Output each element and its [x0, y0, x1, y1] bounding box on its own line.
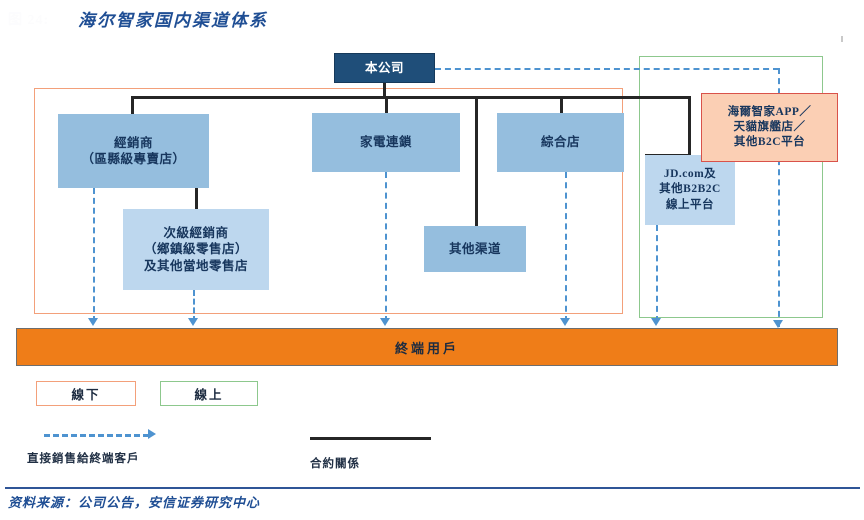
online-channel-frame: [639, 56, 823, 318]
connector-main-bus: [131, 96, 690, 99]
dashed-b2c-to-user: [778, 68, 780, 327]
arrow-b2c-to-user: [773, 320, 783, 328]
node-dealer[interactable]: 經銷商 （區縣級專賣店）: [58, 114, 209, 188]
node-appliance-chain-label: 家電連鎖: [359, 135, 412, 150]
dashed-chain-to-user: [385, 172, 387, 322]
node-other-channel[interactable]: 其他渠道: [424, 226, 526, 272]
node-end-user[interactable]: 終端用戶: [16, 328, 838, 366]
figure-number: 图 24:: [8, 13, 50, 28]
footer-divider: [5, 487, 860, 489]
connector-drop-other-channel: [475, 96, 478, 227]
legend-contract-label: 合約關係: [310, 458, 360, 470]
legend-dashed-line: [44, 434, 149, 437]
arrow-jd-to-user: [651, 318, 661, 326]
arrow-dealer-to-user: [88, 318, 98, 326]
dashed-subdealer-to-user: [193, 290, 195, 322]
node-b2c-label-line2: 天貓旗艦店／: [733, 120, 806, 133]
node-end-user-label: 終端用戶: [394, 340, 459, 356]
offline-channel-frame: [34, 88, 623, 314]
dashed-jd-to-user: [656, 225, 658, 322]
legend-chip-offline[interactable]: 線下: [36, 381, 136, 406]
node-general-store-label: 綜合店: [540, 135, 580, 150]
node-dealer-label-line1: 經銷商: [113, 135, 153, 150]
connector-drop-general-store: [560, 96, 563, 114]
footer-source: 资料来源：公司公告，安信证券研究中心: [8, 495, 261, 510]
arrow-general-store-to-user: [560, 318, 570, 326]
node-subdealer-label-line2: （鄉鎮級零售店）: [143, 242, 248, 257]
node-company-label: 本公司: [364, 60, 404, 75]
node-general-store[interactable]: 綜合店: [497, 113, 624, 172]
connector-company-stem: [383, 83, 386, 98]
legend-chip-online-label: 線上: [194, 388, 224, 402]
legend-chip-online[interactable]: 線上: [160, 381, 258, 406]
connector-drop-dealer: [131, 96, 134, 115]
node-dealer-label-line2: （區縣級專賣店）: [81, 152, 186, 166]
connector-dealer-to-subdealer: [195, 188, 198, 210]
node-jd-label-line2: 其他B2B2C: [659, 183, 721, 196]
dashed-company-to-b2c: [435, 68, 779, 70]
legend-chip-offline-label: 線下: [71, 388, 101, 402]
corner-tick-mark: [841, 36, 843, 42]
legend-direct-sale-label: 直接銷售給終端客戶: [27, 453, 140, 465]
connector-drop-jd: [688, 96, 691, 156]
node-jd-label-line1: JD.com及: [663, 168, 717, 181]
node-subdealer-label-line1: 次級經銷商: [163, 225, 229, 240]
node-jd-platform[interactable]: JD.com及 其他B2B2C 線上平台: [645, 155, 735, 225]
page-title: 海尔智家国内渠道体系: [78, 11, 268, 30]
arrow-chain-to-user: [380, 318, 390, 326]
node-jd-label-line3: 線上平台: [666, 198, 714, 211]
dashed-general-store-to-user: [565, 172, 567, 322]
node-other-channel-label: 其他渠道: [448, 241, 501, 256]
node-subdealer[interactable]: 次級經銷商 （鄉鎮級零售店） 及其他當地零售店: [123, 209, 269, 290]
legend-dashed-arrow-icon: [148, 429, 156, 439]
node-b2c-label-line3: 其他B2C平台: [733, 136, 806, 149]
dashed-dealer-to-user: [93, 188, 95, 322]
node-appliance-chain[interactable]: 家電連鎖: [312, 113, 460, 172]
node-b2c-platform[interactable]: 海爾智家APP／ 天貓旗艦店／ 其他B2C平台: [701, 93, 838, 162]
node-subdealer-label-line3: 及其他當地零售店: [143, 258, 248, 273]
connector-drop-chain: [385, 96, 388, 114]
node-b2c-label-line1: 海爾智家APP／: [727, 105, 812, 118]
legend-solid-line: [310, 437, 431, 440]
arrow-subdealer-to-user: [188, 318, 198, 326]
node-company[interactable]: 本公司: [334, 53, 435, 83]
